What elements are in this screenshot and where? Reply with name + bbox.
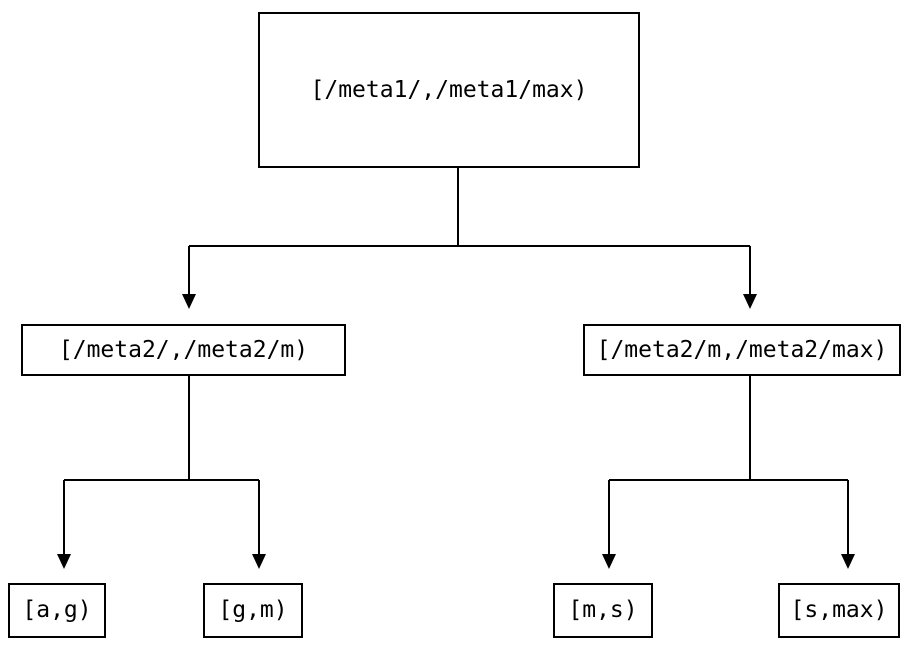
tree-leaf-m-s[interactable]: [m,s) [553, 583, 653, 638]
tree-leaf-s-max[interactable]: [s,max) [778, 583, 900, 638]
tree-node-meta2-upper[interactable]: [/meta2/m,/meta2/max) [583, 324, 901, 376]
tree-leaf-a-g[interactable]: [a,g) [8, 583, 106, 638]
tree-node-meta2-upper-label: [/meta2/m,/meta2/max) [596, 336, 888, 363]
tree-leaf-s-max-label: [s,max) [790, 597, 888, 623]
arrowhead-icon-to-leaf4 [841, 554, 855, 569]
tree-leaf-g-m-label: [g,m) [218, 597, 288, 623]
arrowhead-icon-to-leaf1 [57, 554, 71, 569]
tree-leaf-g-m[interactable]: [g,m) [203, 583, 303, 638]
tree-leaf-a-g-label: [a,g) [22, 597, 92, 623]
tree-node-root[interactable]: [/meta1/,/meta1/max) [258, 12, 640, 168]
tree-node-meta2-lower-label: [/meta2/,/meta2/m) [58, 336, 309, 363]
arrowhead-icon-to-midL [182, 294, 196, 309]
arrowhead-icon-to-midR [743, 294, 757, 309]
arrowhead-icon-to-leaf3 [602, 554, 616, 569]
arrowhead-icon-to-leaf2 [252, 554, 266, 569]
tree-leaf-m-s-label: [m,s) [568, 597, 638, 623]
tree-node-meta2-lower[interactable]: [/meta2/,/meta2/m) [21, 324, 346, 376]
tree-node-root-label: [/meta1/,/meta1/max) [310, 76, 588, 103]
